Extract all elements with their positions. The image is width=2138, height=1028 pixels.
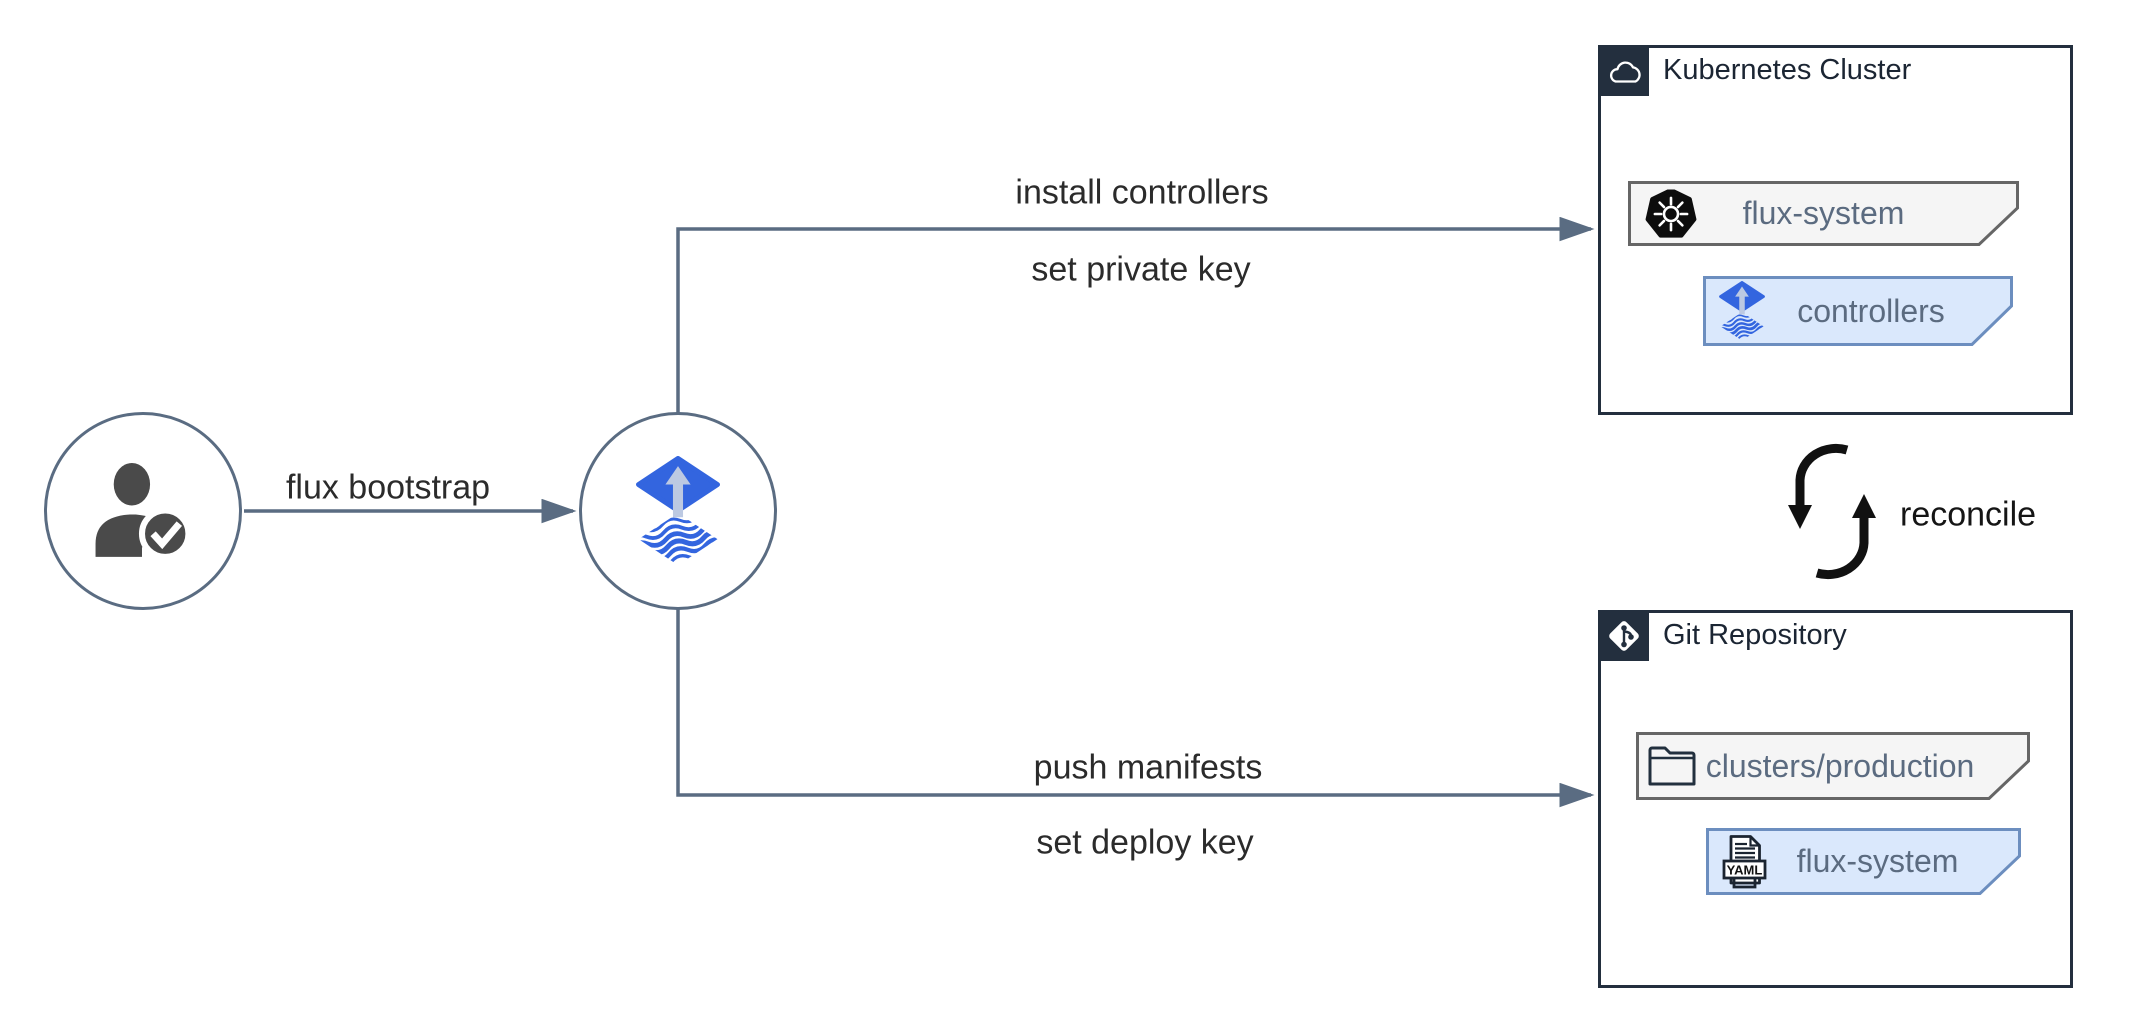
controllers-item: controllers: [1703, 276, 2013, 346]
flux-icon: [636, 456, 720, 566]
edge-label-flux-bootstrap: flux bootstrap: [285, 468, 491, 507]
edge-label-set-deploy-key: set deploy key: [1036, 823, 1254, 862]
kubernetes-icon: [1645, 189, 1697, 238]
folder-icon: [1648, 746, 1696, 786]
file-item-flux-system: YAML flux-system: [1706, 828, 2021, 895]
edge-label-install-controllers: install controllers: [1015, 173, 1269, 212]
notched-chip-bg: [1706, 828, 2021, 895]
push-connector-arrow: [676, 609, 1595, 808]
user-node: [44, 412, 242, 610]
edge-label-set-private-key: set private key: [1031, 250, 1251, 289]
folder-item-clusters-production: clusters/production: [1636, 732, 2030, 800]
flux-cli-node: [579, 412, 777, 610]
notched-chip-bg: [1703, 276, 2013, 346]
git-repository-container: Git Repository clusters/production: [1598, 610, 2073, 988]
yaml-badge-text: YAML: [1727, 862, 1763, 877]
cloud-icon: [1598, 45, 1649, 96]
item-label: clusters/production: [1705, 747, 1975, 784]
git-icon: [1598, 610, 1649, 661]
item-label: flux-system: [1796, 843, 1959, 879]
yaml-file-icon: YAML: [1721, 834, 1768, 890]
user-check-icon: [95, 462, 192, 560]
item-label: controllers: [1797, 292, 1945, 329]
sync-cycle-icon: [1788, 443, 1876, 580]
namespace-item-flux-system: flux-system: [1628, 181, 2019, 246]
notched-chip-bg: [1628, 181, 2019, 246]
kubernetes-cluster-container: Kubernetes Cluster: [1598, 45, 2073, 415]
notched-chip-bg: [1636, 732, 2030, 800]
install-connector-arrow: [676, 216, 1595, 413]
git-repository-title: Git Repository: [1663, 619, 1847, 651]
reconcile-label: reconcile: [1900, 495, 2037, 534]
kubernetes-cluster-title: Kubernetes Cluster: [1663, 54, 1912, 86]
item-label: flux-system: [1742, 195, 1905, 231]
edge-label-push-manifests: push manifests: [1033, 748, 1263, 787]
